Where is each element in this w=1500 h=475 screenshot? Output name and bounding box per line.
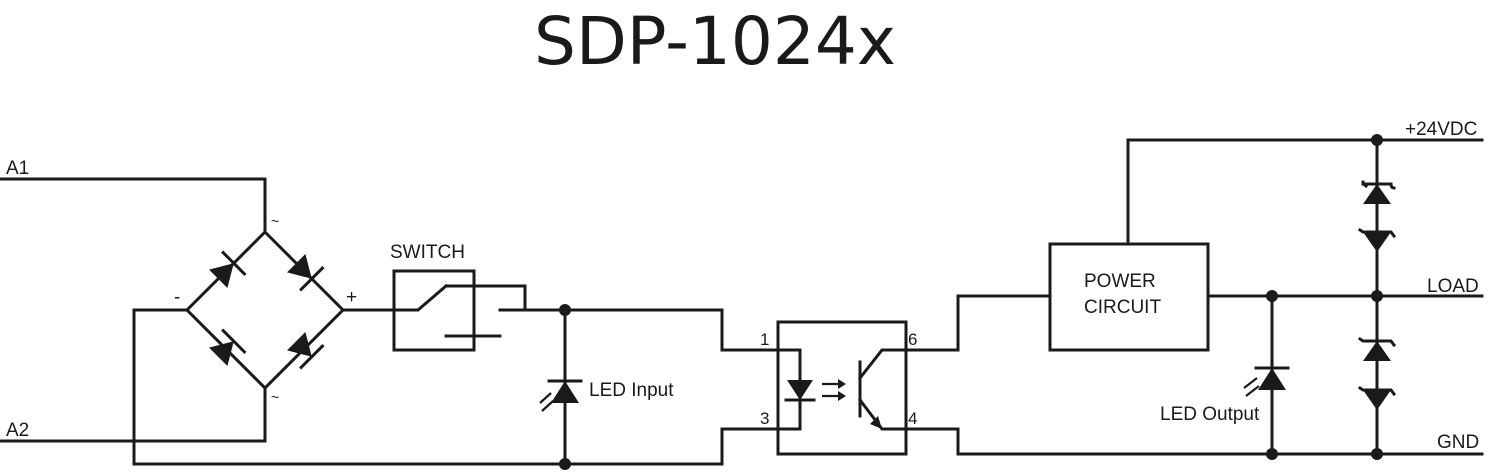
bridge-ac-bottom-label: ~: [271, 389, 279, 405]
power-circuit-block: [1048, 242, 1210, 352]
led-output-label: LED Output: [1160, 404, 1260, 425]
input-wiring: [0, 177, 770, 466]
terminal-a1-label: A1: [6, 158, 29, 179]
terminal-24vdc-label: +24VDC: [1405, 119, 1477, 140]
bridge-plus-label: +: [346, 287, 357, 308]
terminal-gnd-label: GND: [1437, 432, 1479, 453]
diode-symbol-3: [209, 328, 247, 366]
tvs-diode-upper: [1357, 180, 1397, 252]
bridge-ac-top-label: ~: [271, 213, 279, 229]
diode-symbol-2: [287, 254, 325, 292]
optocoupler: [766, 320, 908, 456]
power-circuit-label-line1: POWER: [1084, 271, 1156, 292]
tvs-diode-lower: [1357, 336, 1397, 410]
opto-pin-3: 3: [760, 409, 769, 428]
switch-symbol: [341, 269, 770, 352]
terminal-load-label: LOAD: [1427, 276, 1479, 297]
bridge-rectifier: [184, 229, 346, 391]
diagram-title: SDP-1024x: [534, 3, 896, 80]
opto-pin-6: 6: [908, 330, 917, 349]
power-circuit-label-line2: CIRCUIT: [1084, 297, 1161, 318]
opto-pin-4: 4: [908, 409, 917, 428]
diode-symbol-4: [287, 332, 325, 370]
terminal-a2-label: A2: [6, 420, 29, 441]
bridge-minus-label: -: [174, 287, 180, 308]
led-input-label: LED Input: [589, 380, 674, 401]
led-input-symbol: [539, 304, 583, 470]
switch-label: SWITCH: [390, 242, 465, 263]
diode-symbol-1: [209, 250, 247, 288]
led-output-symbol: [1243, 366, 1290, 397]
opto-pin-1: 1: [760, 330, 769, 349]
